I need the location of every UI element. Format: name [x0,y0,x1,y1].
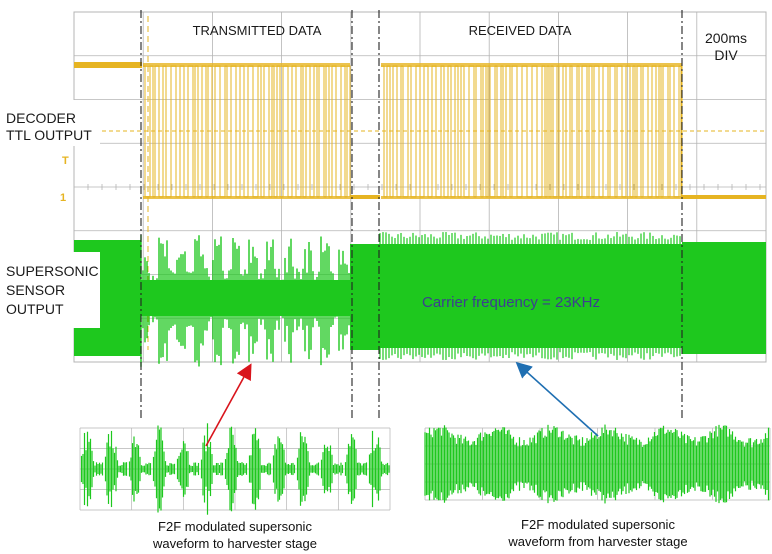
sensor-label-box [0,252,100,328]
ttl-transmitted-burst-top [143,63,350,67]
caption-right: F2F modulated supersonic waveform from h… [478,516,718,550]
decoder-line1: DECODER [6,110,77,126]
timebase-label: 200ms DIV [696,30,756,64]
ttl-received-burst-top [381,63,682,67]
decoder-ttl-trace [74,16,766,350]
arrow-to-transmitted [205,363,252,447]
pointer-arrows [205,361,599,447]
sensor-idle-right [682,242,766,354]
timebase-value: 200ms [704,30,748,46]
ttl-idle-high [74,62,142,68]
caption-left: F2F modulated supersonic waveform to har… [120,518,350,552]
sensor-transmitted-core [141,280,350,316]
timebase-unit: DIV [714,47,738,63]
inset-waveform-from-harvester [424,424,771,504]
arrow-to-received [515,361,599,437]
section-divider-lines [140,10,683,420]
sensor-line1: SUPERSONIC [6,263,99,279]
ttl-transmitted-burst-bottom [143,196,350,199]
inset-waveform-to-harvester [79,423,391,515]
sensor-line3: OUTPUT [6,301,64,317]
caption-right-line2: waveform from harvester stage [508,534,688,549]
transmitted-data-label: TRANSMITTED DATA [192,23,322,38]
caption-left-line2: waveform to harvester stage [152,536,318,551]
decoder-label-box [0,100,100,146]
received-data-label: RECEIVED DATA [468,23,572,38]
sensor-line2: SENSOR [6,282,66,298]
sensor-output-trace [74,232,766,367]
sensor-output-label: SUPERSONIC SENSOR OUTPUT [6,262,102,319]
ttl-received-burst-bottom [381,196,682,199]
caption-left-line1: F2F modulated supersonic [158,519,312,534]
carrier-frequency-label: Carrier frequency = 23KHz [422,294,600,311]
decoder-line2: TTL OUTPUT [6,127,92,143]
caption-right-line1: F2F modulated supersonic [521,517,675,532]
channel-marker-1: 1 [60,192,67,204]
trigger-marker-t: T [62,155,69,167]
ttl-gap-low [350,195,380,199]
sensor-gap [350,244,380,350]
decoder-ttl-label: DECODER TTL OUTPUT [6,110,102,144]
ttl-idle-low [682,195,766,199]
